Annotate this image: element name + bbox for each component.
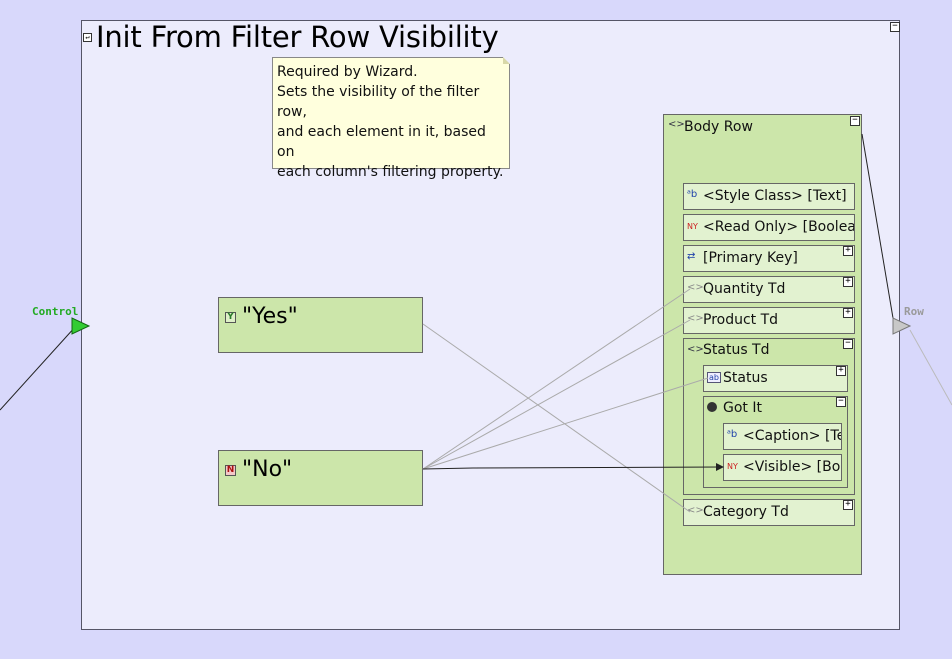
item-label: Status <box>723 370 768 386</box>
text-attribute-icon: ᵃb <box>687 189 698 200</box>
item-read-only[interactable]: NY <Read Only> [Boolean] <box>683 214 855 241</box>
element-icon: <> <box>668 119 685 130</box>
expand-icon[interactable]: + <box>836 366 846 376</box>
frame-collapse-icon[interactable]: − <box>890 22 900 32</box>
expand-icon[interactable]: + <box>843 246 853 256</box>
item-label: <Visible> [Boolean] <box>743 459 841 475</box>
item-status[interactable]: ab Status + <box>703 365 848 392</box>
note-line: Required by Wizard. <box>277 64 418 80</box>
item-label: <Read Only> [Boolean] <box>703 219 855 235</box>
wire-no-quantity <box>422 288 691 470</box>
yes-icon: Y <box>225 312 236 323</box>
control-port <box>71 317 91 335</box>
wire-no-visible <box>422 466 724 470</box>
item-label: <Style Class> [Text] <box>703 188 847 204</box>
item-visible[interactable]: NY <Visible> [Boolean] <box>723 454 842 481</box>
got-it-collapse-icon[interactable]: − <box>836 397 846 407</box>
item-product-td[interactable]: <> Product Td + <box>683 307 855 334</box>
radio-icon <box>707 402 717 412</box>
expand-icon[interactable]: + <box>843 308 853 318</box>
item-label: Quantity Td <box>703 281 786 297</box>
note-fold-corner <box>503 57 510 64</box>
item-label: Product Td <box>703 312 779 328</box>
wire-control-in <box>0 325 77 411</box>
text-attribute-icon: ᵃb <box>727 429 738 440</box>
row-port <box>892 317 912 335</box>
element-icon: <> <box>687 282 704 293</box>
comment-note[interactable]: Required by Wizard. Sets the visibility … <box>272 57 510 180</box>
boolean-attribute-icon: NY <box>687 222 698 231</box>
element-icon: <> <box>687 313 704 324</box>
status-td-label: Status Td <box>703 342 770 358</box>
wire-no-product <box>422 319 691 470</box>
item-label: [Primary Key] <box>703 250 798 266</box>
frame-title-icon: ↵ <box>83 33 92 42</box>
status-field-icon: ab <box>707 372 721 383</box>
item-quantity-td[interactable]: <> Quantity Td + <box>683 276 855 303</box>
no-icon: N <box>225 465 236 476</box>
element-icon: <> <box>687 505 704 516</box>
item-caption[interactable]: ᵃb <Caption> [Text] <box>723 423 842 450</box>
note-line: each column's filtering property. <box>277 164 504 180</box>
wire-row-continue <box>909 329 952 406</box>
boolean-attribute-icon: NY <box>727 462 738 471</box>
frame-title: Init From Filter Row Visibility <box>96 20 499 54</box>
control-port-label: Control <box>32 305 79 318</box>
note-line: and each element in it, based on <box>277 124 486 160</box>
element-icon: <> <box>687 344 704 355</box>
constant-no[interactable]: N "No" <box>218 450 423 506</box>
status-td-collapse-icon[interactable]: − <box>843 339 853 349</box>
note-line: Sets the visibility of the filter row, <box>277 84 480 120</box>
row-port-label: Row <box>904 305 924 318</box>
expand-icon[interactable]: + <box>843 500 853 510</box>
item-category-td[interactable]: <> Category Td + <box>683 499 855 526</box>
constant-yes[interactable]: Y "Yes" <box>218 297 423 353</box>
wire-no-status <box>422 377 709 470</box>
expand-icon[interactable]: + <box>843 277 853 287</box>
item-label: <Caption> [Text] <box>743 428 841 444</box>
body-row-label: Body Row <box>684 119 753 135</box>
got-it-label: Got It <box>723 400 762 416</box>
item-style-class[interactable]: ᵃb <Style Class> [Text] <box>683 183 855 210</box>
constant-yes-value: "Yes" <box>242 304 298 329</box>
key-icon: ⇄ <box>687 251 696 262</box>
item-primary-key[interactable]: ⇄ [Primary Key] + <box>683 245 855 272</box>
body-row-collapse-icon[interactable]: − <box>850 116 860 126</box>
wire-arrowhead <box>716 463 724 471</box>
wire-yes-category <box>422 323 691 513</box>
wire-row-out <box>861 133 895 325</box>
constant-no-value: "No" <box>242 457 293 482</box>
item-label: Category Td <box>703 504 789 520</box>
